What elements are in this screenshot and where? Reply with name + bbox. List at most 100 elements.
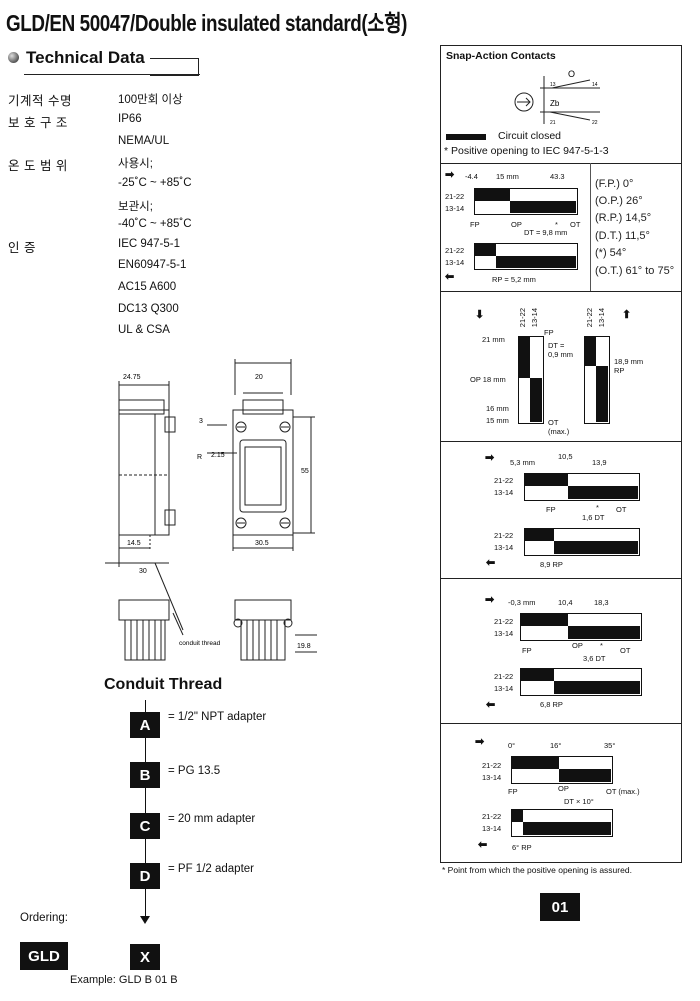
snap-heading: Snap-Action Contacts [446,50,556,62]
spec-label-certification: 인 증 [8,241,36,255]
spec-value: AC15 A600 [118,281,177,293]
spec-label-life: 기계적 수명 [8,94,72,108]
bar-closed-21-22 [518,336,530,378]
marker: FP [522,646,532,655]
values-divider [590,163,591,291]
contact-label: 13-14 [494,543,514,552]
conduit-label: conduit thread [179,640,221,647]
marker: * [596,503,599,512]
rp-label: 6,8 RP [540,700,563,709]
symbol-o: O [568,69,575,79]
bar-closed-13-14 [510,201,576,213]
arrow-left-icon: ⬅ [445,271,455,283]
travel-value: 15 mm [496,172,519,181]
dim-label: 3 [199,418,203,425]
contact-label: 21-22 [494,531,514,540]
symbol-terminal: 22 [592,120,598,126]
marker: FP [546,505,556,514]
spec-value: DC13 Q300 [118,303,179,315]
spec-value: -40˚C ~ +85˚C [118,218,192,230]
switching-diagram-5 [440,723,682,863]
spec-label-temperature: 온 도 범 위 [8,159,68,173]
arrow-right-icon: ➡ [485,452,495,464]
rp-label: 18,9 mm [614,357,644,366]
travel-value: 35° [604,741,616,750]
option-b-badge: B [130,762,160,788]
dim-label: 19.8 [297,643,311,650]
option-b-text: = PG 13.5 [168,765,221,777]
symbol-terminal: 14 [592,82,598,88]
travel-value: 43.3 [550,172,565,181]
dt-label: 0,9 mm [548,350,574,359]
dim-label: 24.75 [123,374,141,381]
bar-closed-13-14 [523,822,611,835]
bar-closed-21-22 [520,668,554,681]
travel-value: OP 18 mm [470,375,506,384]
dim-label: 30.5 [255,540,269,547]
switching-diagram-4 [440,578,682,725]
spec-value: UL & CSA [118,324,170,336]
travel-value: 16° [550,741,562,750]
dt-label: 3,6 DT [583,654,606,663]
travel-value: 10,5 [558,452,573,461]
bar-closed-13-14 [554,681,640,694]
arrow-up-icon: ⬆ [622,309,632,321]
technical-data-heading: Technical Data [26,48,145,67]
legend-closed: Circuit closed [498,130,562,142]
marker: FP [508,787,518,796]
arrow-right-icon: ➡ [445,169,455,181]
travel-value: 16 mm [486,404,509,413]
marker: OT [616,505,627,514]
marker: OP [511,220,522,229]
travel-value: 5,3 mm [510,458,536,467]
marker: OP [558,784,569,793]
contact-label: 13-14 [597,308,606,328]
bar-closed-21-22 [524,528,554,541]
travel-value: -4.4 [465,172,478,181]
option-d-badge: D [130,863,160,889]
bar-closed-13-14 [559,769,611,782]
value-op: (O.P.) 26° [595,195,643,207]
bullet-icon [8,52,19,63]
bar-closed-13-14 [596,366,608,422]
dim-label: 14.5 [127,540,141,547]
contact-label: 21-22 [518,308,527,328]
bar-closed-13-14 [554,541,638,554]
dt-label: 1,6 DT [582,513,605,522]
contact-label: 21-22 [585,308,594,328]
spec-value: IP66 [118,113,142,125]
travel-value: 10,4 [558,598,573,607]
spec-value: -25˚C ~ +85˚C [118,177,192,189]
value-positive: (*) 54° [595,247,627,259]
contact-label: 13-14 [445,204,465,213]
value-ot: (O.T.) 61° to 75° [595,265,675,277]
bar-closed-21-22 [524,473,568,486]
bar-closed-21-22 [474,188,510,201]
rp-label: 6° RP [512,843,532,852]
switching-diagram-3 [440,441,682,580]
contact-label: 13-14 [494,684,514,693]
marker: OT [570,220,581,229]
dt-label: DT × 10° [564,797,594,806]
ordering-label: Ordering: [20,912,68,924]
bar-closed-13-14 [530,378,542,422]
spec-value: 사용시; [118,158,153,170]
dt-label: DT = 9,8 mm [524,228,568,237]
bar-closed-21-22 [511,809,523,822]
contact-label: 13-14 [482,773,502,782]
travel-value: 0° [508,741,516,750]
option-a-badge: A [130,712,160,738]
dim-label: 20 [255,374,263,381]
bar-closed-21-22 [511,756,559,769]
heading-frame [150,58,199,76]
option-d-text: = PF 1/2 adapter [168,863,254,875]
bar-closed-21-22 [520,613,568,626]
contact-label: 21-22 [494,672,514,681]
contact-label: 21-22 [494,476,514,485]
value-dt: (D.T.) 11,5° [595,230,650,242]
option-c-badge: C [130,813,160,839]
rp-label: 8,9 RP [540,560,563,569]
dt-label: DT = [548,341,565,350]
contact-label: 21-22 [482,761,502,770]
value-fp: (F.P.) 0° [595,178,634,190]
